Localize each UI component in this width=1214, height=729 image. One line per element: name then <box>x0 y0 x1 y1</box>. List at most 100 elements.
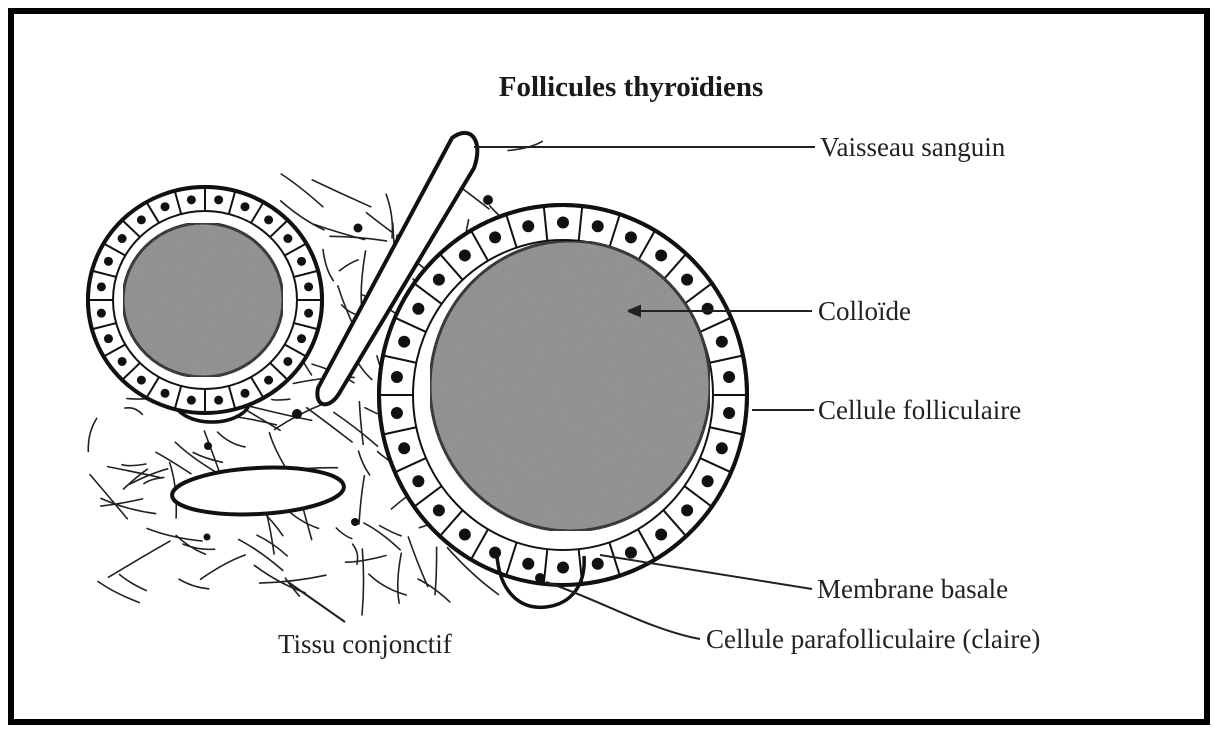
small-follicle-cell-nucleus <box>264 215 273 224</box>
small-follicle-cell-nucleus <box>97 309 106 318</box>
connective-fiber <box>218 432 246 447</box>
connective-fiber <box>359 402 363 445</box>
small-follicle-cell-nucleus <box>187 195 196 204</box>
label-parafollicular-cell: Cellule parafolliculaire (claire) <box>706 624 1040 654</box>
connective-fiber <box>269 433 286 469</box>
connective-fiber <box>120 575 147 591</box>
colloid <box>430 241 710 531</box>
connective-fiber <box>359 476 364 524</box>
connective-fiber <box>101 498 156 513</box>
small-follicle-cell-nucleus <box>304 282 313 291</box>
small-follicle-cell-nucleus <box>214 396 223 405</box>
follicular-cell-nucleus <box>489 547 501 559</box>
follicular-cell-nucleus <box>522 558 534 570</box>
follicular-cell-nucleus <box>702 475 714 487</box>
connective-fiber <box>312 180 371 207</box>
small-follicle-cell-nucleus <box>104 334 113 343</box>
follicular-cell-nucleus <box>592 558 604 570</box>
connective-fiber <box>125 408 143 415</box>
connective-fiber <box>204 431 220 475</box>
connective-fiber <box>508 141 542 150</box>
connective-fiber <box>281 174 323 207</box>
follicular-cell-nucleus <box>412 475 424 487</box>
label-colloid: Colloïde <box>818 296 911 326</box>
connective-fiber <box>435 547 437 595</box>
diagram-title: Follicules thyroïdiens <box>499 71 764 103</box>
connective-fiber <box>418 579 450 602</box>
follicular-cell-nucleus <box>592 220 604 232</box>
follicular-cell-nucleus <box>489 231 501 243</box>
follicular-cell-nucleus <box>702 303 714 315</box>
small-follicle-cell-nucleus <box>161 202 170 211</box>
follicular-cell-nucleus <box>459 249 471 261</box>
small-follicle-cell-nucleus <box>187 396 196 405</box>
small-follicle-cell-nucleus <box>118 357 127 366</box>
connective-fiber <box>359 451 370 475</box>
connective-fiber <box>101 499 143 506</box>
follicular-cell-nucleus <box>681 504 693 516</box>
connective-fiber <box>362 549 364 615</box>
follicular-cell-nucleus <box>412 303 424 315</box>
small-follicle-cell-nucleus <box>297 334 306 343</box>
follicular-cell-nucleus <box>398 442 410 454</box>
connective-fiber <box>272 399 290 400</box>
follicular-cell-nucleus <box>655 529 667 541</box>
connective-fiber <box>90 475 127 519</box>
follicular-cell-nucleus <box>557 217 569 229</box>
label-connective-tissue: Tissu conjonctif <box>278 629 452 659</box>
follicular-cell-nucleus <box>681 274 693 286</box>
label-basement-membrane: Membrane basale <box>817 574 1008 604</box>
small-follicle-cell-nucleus <box>161 389 170 398</box>
small-vessel <box>171 464 345 519</box>
connective-fiber <box>369 574 406 595</box>
connective-fiber <box>367 213 392 232</box>
follicular-cell-nucleus <box>522 220 534 232</box>
connective-fiber <box>334 412 378 446</box>
follicular-cell-nucleus <box>398 336 410 348</box>
small-follicle-cell-nucleus <box>137 376 146 385</box>
follicular-cell-nucleus <box>655 249 667 261</box>
connective-fiber <box>147 529 202 542</box>
follicular-cell-nucleus <box>391 407 403 419</box>
follicular-cell-nucleus <box>716 442 728 454</box>
connective-fiber <box>336 528 352 539</box>
connective-fiber <box>346 556 386 563</box>
follicular-cell-nucleus <box>723 371 735 383</box>
leader-connective-tissue <box>288 582 345 622</box>
small-follicle-cell-nucleus <box>97 282 106 291</box>
small-follicle-cell-nucleus <box>137 215 146 224</box>
small-follicle-colloid <box>123 223 283 377</box>
connective-fiber <box>144 477 164 483</box>
connective-fiber <box>307 408 353 442</box>
connective-fiber <box>108 467 162 478</box>
follicular-cell-nucleus <box>391 371 403 383</box>
small-follicle-cell-nucleus <box>214 195 223 204</box>
small-follicle-cell-nucleus <box>118 234 127 243</box>
small-follicle-cell-nucleus <box>240 389 249 398</box>
small-follicle-cell-nucleus <box>240 202 249 211</box>
connective-fiber <box>398 553 402 603</box>
follicular-cell-nucleus <box>433 274 445 286</box>
small-follicle-cell-nucleus <box>264 376 273 385</box>
connective-fiber <box>122 464 146 466</box>
small-follicle-cell-nucleus <box>304 309 313 318</box>
small-follicle-cell-nucleus <box>104 257 113 266</box>
small-follicle-cell-nucleus <box>297 257 306 266</box>
connective-fiber <box>130 469 168 484</box>
small-follicle-cell-nucleus <box>283 357 292 366</box>
follicular-cell-nucleus <box>723 407 735 419</box>
follicular-cell-nucleus <box>625 547 637 559</box>
label-follicular-cell: Cellule folliculaire <box>818 395 1021 425</box>
follicular-cell-nucleus <box>625 231 637 243</box>
label-blood-vessel: Vaisseau sanguin <box>820 132 1006 162</box>
connective-fiber <box>323 250 333 281</box>
large-follicle <box>379 205 747 607</box>
follicular-cell-nucleus <box>557 562 569 574</box>
connective-fiber <box>340 260 359 271</box>
follicular-cell-nucleus <box>433 504 445 516</box>
leader-parafollicular-cell <box>546 582 700 639</box>
connective-fiber <box>179 579 209 589</box>
small-follicle <box>88 187 322 422</box>
small-follicle-cell-nucleus <box>283 234 292 243</box>
